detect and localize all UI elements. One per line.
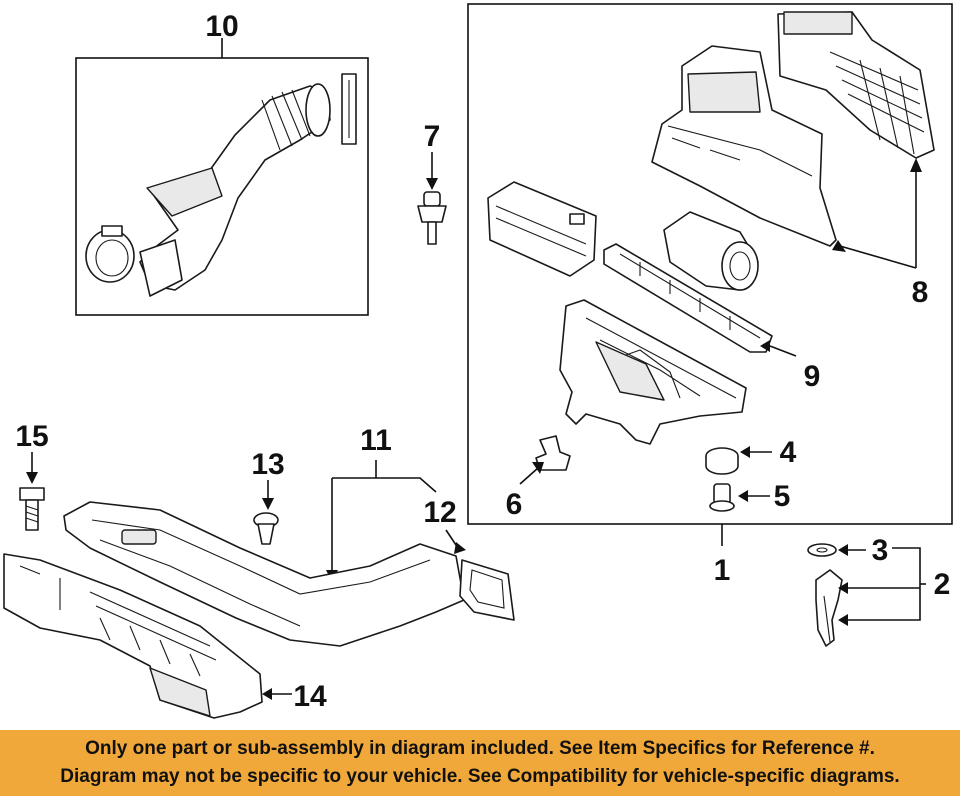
callout-4: 4 [780, 436, 797, 469]
mount-part-4 [705, 447, 739, 475]
callout-10: 10 [205, 10, 238, 43]
clip-part-7 [417, 191, 447, 245]
callout-12: 12 [423, 496, 456, 529]
disclaimer-line-1: Only one part or sub-assembly in diagram… [85, 738, 875, 759]
intake-hose-part [139, 73, 357, 297]
callout-7: 7 [424, 120, 441, 153]
air-cleaner-upper-housing [651, 11, 935, 247]
callout-3: 3 [872, 534, 889, 567]
grommet-part-6 [535, 435, 571, 471]
hose-clamp-part [85, 225, 135, 283]
air-duct-part-11 [63, 501, 465, 647]
callout-14: 14 [293, 680, 327, 713]
clip-part-13 [253, 512, 279, 545]
callout-8: 8 [912, 276, 929, 309]
lower-guide-part-14 [3, 553, 263, 719]
callout-5: 5 [774, 480, 791, 513]
group-box-1 [467, 3, 953, 525]
maf-sensor-housing [663, 211, 759, 291]
leader-6 [519, 467, 539, 485]
bracket-part-2 [815, 569, 843, 647]
air-cleaner-lower-housing [559, 299, 747, 445]
mount-part-5 [709, 483, 735, 512]
disclaimer-line-2: Diagram may not be specific to your vehi… [60, 766, 900, 787]
callout-9: 9 [804, 360, 821, 393]
bolt-part-15 [19, 487, 45, 531]
leader-11 [332, 460, 437, 493]
seal-part-12 [459, 559, 515, 621]
disclaimer-banner: Only one part or sub-assembly in diagram… [0, 730, 960, 796]
callout-13: 13 [251, 448, 284, 481]
washer-part-3 [807, 543, 837, 557]
leader-9 [769, 345, 797, 357]
callout-15: 15 [15, 420, 48, 453]
leader-8 [832, 158, 922, 269]
callout-2: 2 [934, 568, 951, 601]
air-filter-cover [487, 181, 597, 277]
callout-6: 6 [506, 488, 523, 521]
parts-diagram: 10 7 1 8 [3, 3, 953, 719]
callout-1: 1 [714, 554, 731, 587]
callout-11: 11 [360, 424, 392, 457]
air-filter-element [603, 243, 773, 353]
